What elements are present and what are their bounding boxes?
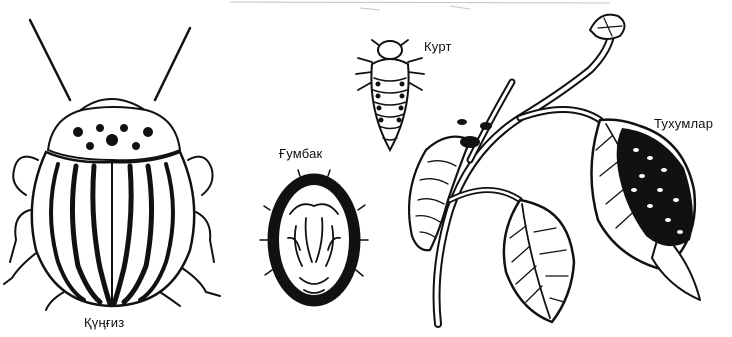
beetle-label: Қүңғиз	[84, 315, 124, 330]
adult-beetle-drawing	[4, 20, 220, 310]
larva-label: Курт	[424, 39, 452, 54]
scan-noise	[230, 2, 610, 10]
eggs-label: Тухумлар	[654, 116, 713, 131]
pupa-label: Ғумбак	[279, 146, 322, 161]
pupa-drawing	[260, 170, 368, 306]
larva-drawing	[356, 40, 424, 150]
